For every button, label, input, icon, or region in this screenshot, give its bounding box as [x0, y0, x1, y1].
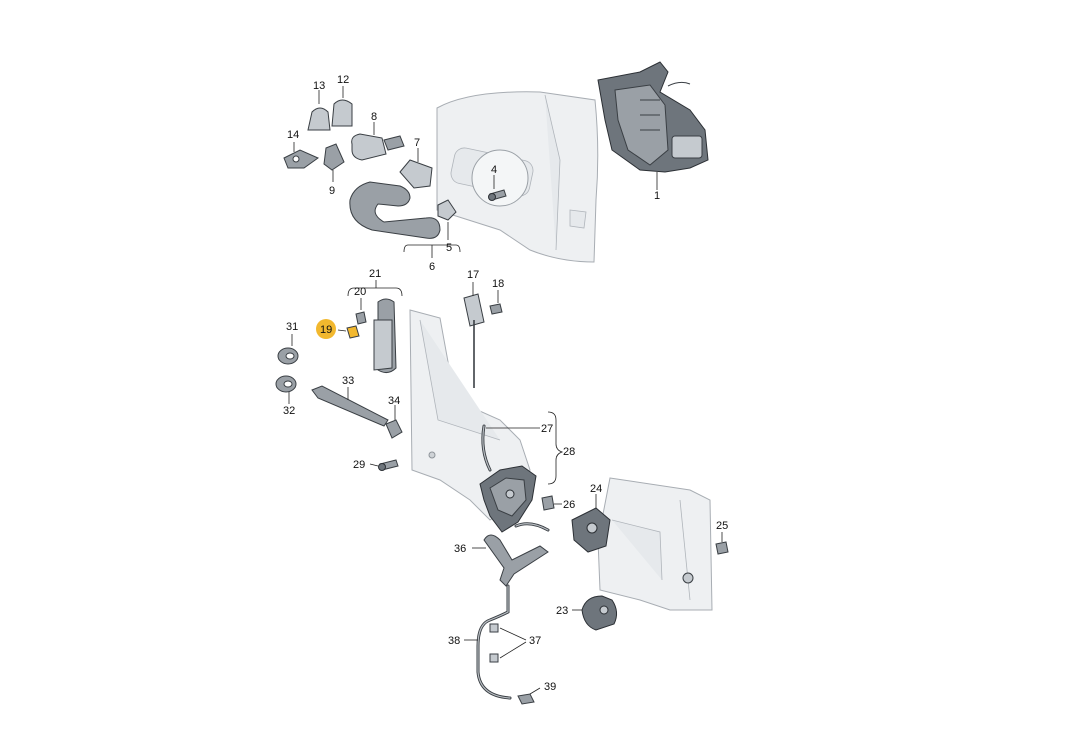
label-25: 25	[716, 520, 728, 532]
label-21: 21	[369, 268, 381, 280]
gasket-7	[399, 148, 433, 189]
label-26: 26	[563, 499, 575, 511]
label-7: 7	[414, 137, 420, 149]
screw-4	[488, 175, 507, 201]
label-37: 37	[529, 635, 541, 647]
pin-33	[311, 385, 389, 427]
upper-door-panel	[436, 91, 599, 263]
label-17: 17	[467, 269, 479, 281]
highlight-marker-19	[316, 319, 336, 339]
label-38: 38	[448, 635, 460, 647]
clip-9	[323, 143, 345, 182]
label-12: 12	[337, 74, 349, 86]
label-9: 9	[329, 185, 335, 197]
screw-18	[489, 290, 503, 315]
bracket-23	[572, 595, 618, 631]
lower-door-panel	[409, 309, 531, 521]
label-32: 32	[283, 405, 295, 417]
label-23: 23	[556, 605, 568, 617]
clip-26	[541, 495, 562, 511]
lock-cylinder-8	[351, 122, 405, 161]
cap-12	[331, 86, 353, 127]
body-panel-right	[597, 477, 713, 611]
label-29: 29	[353, 459, 365, 471]
bushing-32	[275, 375, 297, 404]
rod-17	[463, 282, 485, 388]
label-27: 27	[541, 423, 553, 435]
end-39	[517, 687, 541, 705]
bracket-14	[283, 142, 320, 169]
clips-37	[489, 623, 527, 663]
label-34: 34	[388, 395, 400, 407]
striker-24	[571, 494, 611, 553]
label-31: 31	[286, 321, 298, 333]
label-14: 14	[287, 129, 299, 141]
door-lock-28	[479, 465, 550, 533]
label-8: 8	[371, 111, 377, 123]
label-28: 28	[563, 446, 575, 458]
label-36: 36	[454, 543, 466, 555]
screw-20	[355, 298, 367, 325]
label-24: 24	[590, 483, 602, 495]
cap-13	[307, 90, 331, 131]
outer-door-handle-6	[349, 181, 441, 239]
lever-36	[472, 534, 549, 587]
cap-19	[337, 325, 360, 339]
door-lock-assembly	[597, 61, 709, 190]
bushing-31	[277, 334, 299, 365]
label-20: 20	[354, 286, 366, 298]
label-4: 4	[491, 164, 497, 176]
label-33: 33	[342, 375, 354, 387]
screw-29	[369, 459, 399, 471]
label-1: 1	[654, 190, 660, 202]
label-13: 13	[313, 80, 325, 92]
label-5: 5	[446, 242, 452, 254]
label-18: 18	[492, 278, 504, 290]
clip-34	[385, 405, 403, 439]
screw-25	[715, 532, 729, 555]
interior-handle-cover-21	[373, 298, 397, 374]
label-6: 6	[429, 261, 435, 273]
gasket-5	[437, 199, 457, 240]
label-39: 39	[544, 681, 556, 693]
label-19: 19	[320, 324, 332, 336]
